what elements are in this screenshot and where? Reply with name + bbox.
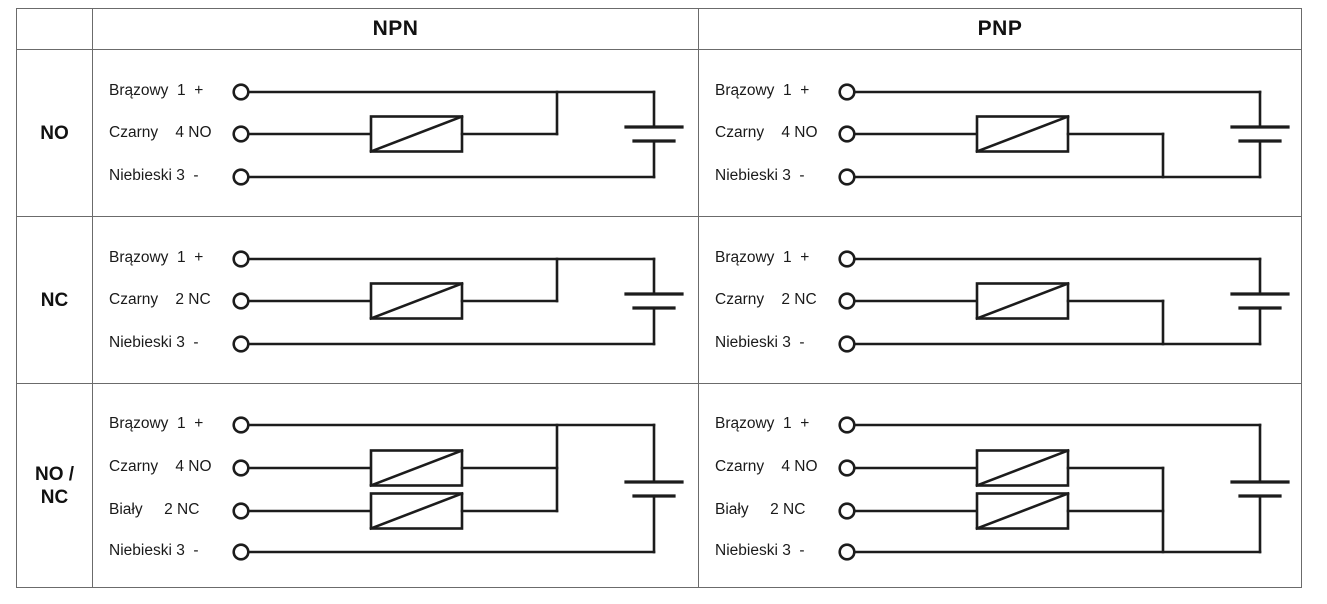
terminal-circle-blue [232, 335, 250, 353]
wire-label-black: Czarny 4 NO [109, 458, 212, 475]
row-label-no-nc: NO / NC [17, 384, 93, 587]
wire-label-black: Czarny 2 NC [109, 291, 211, 308]
row-label-no: NO [17, 50, 93, 217]
terminal-circle-blue [838, 335, 856, 353]
terminal-circle-blue [232, 168, 250, 186]
terminal-circle-brown [232, 416, 250, 434]
wire-label-black: Czarny 4 NO [715, 458, 818, 475]
circuit-svg [232, 83, 684, 186]
terminal-circle-brown [838, 250, 856, 268]
terminal-circle-brown [232, 250, 250, 268]
wire-label-blue: Niebieski 3 - [109, 334, 199, 351]
circuit-diagram-no-npn: Brązowy 1 + Czarny 4 NO Niebieski 3 - [93, 50, 699, 217]
load-box-diagonal-white [975, 491, 1070, 531]
header-pnp: PNP [699, 9, 1301, 50]
wire-label-blue: Niebieski 3 - [715, 542, 805, 559]
wire-label-blue: Niebieski 3 - [109, 542, 199, 559]
terminal-circle-black [838, 459, 856, 477]
terminal-circle-black [838, 292, 856, 310]
wire-label-blue: Niebieski 3 - [109, 167, 199, 184]
wire-label-white: Biały 2 NC [109, 501, 200, 518]
load-box-diagonal-black [369, 281, 464, 321]
header-corner-cell [17, 9, 93, 50]
wire-label-brown: Brązowy 1 + [715, 249, 810, 266]
wire-label-blue: Niebieski 3 - [715, 334, 805, 351]
terminal-circle-black [232, 125, 250, 143]
circuit-diagram-nc-npn: Brązowy 1 + Czarny 2 NC Niebieski 3 - [93, 217, 699, 384]
row-label-nc: NC [17, 217, 93, 384]
wire-label-black: Czarny 4 NO [715, 124, 818, 141]
circuit-svg [838, 250, 1290, 353]
terminal-circle-blue [232, 543, 250, 561]
load-box-diagonal-black [369, 448, 464, 488]
terminal-circle-brown [838, 416, 856, 434]
wire-label-black: Czarny 4 NO [109, 124, 212, 141]
wire-label-black: Czarny 2 NC [715, 291, 817, 308]
wire-label-white: Biały 2 NC [715, 501, 806, 518]
terminal-circle-white [232, 502, 250, 520]
terminal-circle-black [232, 292, 250, 310]
row-label-no-line: NO [40, 122, 69, 144]
terminal-circle-white [838, 502, 856, 520]
load-box-diagonal-black [975, 448, 1070, 488]
circuit-svg [838, 416, 1290, 561]
row-label-no-nc-line2: NC [40, 486, 69, 508]
circuit-diagram-nc-pnp: Brązowy 1 + Czarny 2 NC Niebieski 3 - [699, 217, 1301, 384]
circuit-svg [232, 416, 684, 561]
load-box-diagonal-white [369, 491, 464, 531]
row-label-nc-line: NC [40, 289, 69, 311]
terminal-circle-brown [232, 83, 250, 101]
circuit-diagram-no-pnp: Brązowy 1 + Czarny 4 NO Niebieski 3 - [699, 50, 1301, 217]
load-box-diagonal-black [975, 281, 1070, 321]
wiring-table: NPN PNP NO Brązowy 1 + Czarny 4 NO Niebies… [16, 8, 1302, 588]
terminal-circle-black [232, 459, 250, 477]
wire-label-brown: Brązowy 1 + [109, 249, 204, 266]
terminal-circle-brown [838, 83, 856, 101]
terminal-circle-blue [838, 543, 856, 561]
circuit-diagram-no-nc-pnp: Brązowy 1 + Czarny 4 NO Biały 2 NC Niebiesk… [699, 384, 1301, 587]
row-label-no-nc-line1: NO / [34, 463, 75, 485]
wire-label-blue: Niebieski 3 - [715, 167, 805, 184]
wire-label-brown: Brązowy 1 + [109, 82, 204, 99]
load-box-diagonal-black [975, 114, 1070, 154]
terminal-circle-blue [838, 168, 856, 186]
circuit-svg [232, 250, 684, 353]
circuit-diagram-no-nc-npn: Brązowy 1 + Czarny 4 NO Biały 2 NC Niebiesk… [93, 384, 699, 587]
circuit-svg [838, 83, 1290, 186]
wire-label-brown: Brązowy 1 + [109, 415, 204, 432]
wire-label-brown: Brązowy 1 + [715, 415, 810, 432]
terminal-circle-black [838, 125, 856, 143]
wire-label-brown: Brązowy 1 + [715, 82, 810, 99]
header-npn: NPN [93, 9, 699, 50]
load-box-diagonal-black [369, 114, 464, 154]
